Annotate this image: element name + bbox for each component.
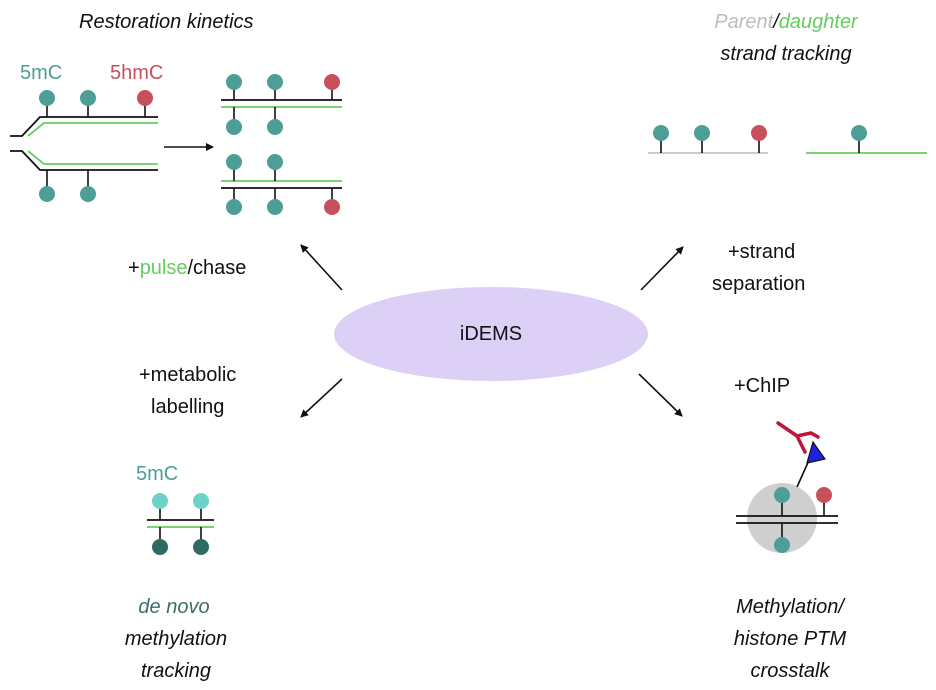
5mc-mark xyxy=(226,199,242,215)
pulse-chase-label: +pulse/chase xyxy=(128,256,246,280)
pulse-prefix: + xyxy=(128,257,140,279)
nucleosome-circle xyxy=(747,483,817,553)
5mc-mark xyxy=(653,125,669,141)
slash: / xyxy=(773,11,779,33)
label-5mc: 5mC xyxy=(20,62,63,84)
idems-ellipse xyxy=(334,287,648,381)
crosstalk-line3: crosstalk xyxy=(750,660,830,682)
parent-word: Parent xyxy=(714,11,774,33)
chip-label: +ChIP xyxy=(734,375,791,397)
crosstalk-line2: histone PTM xyxy=(733,628,847,650)
5mc-mark xyxy=(39,186,55,202)
label-5hmc: 5hmC xyxy=(110,62,164,84)
new-5mc-mark xyxy=(152,493,168,509)
daughter-duplex-top xyxy=(221,74,342,135)
5mc-mark xyxy=(267,74,283,90)
5mc-mark xyxy=(80,90,96,106)
parent-strand xyxy=(648,125,768,154)
new-5mc-mark xyxy=(193,493,209,509)
5mc-mark xyxy=(694,125,710,141)
de-novo-5mc-label: 5mC xyxy=(136,463,179,485)
de-novo-line2: methylation xyxy=(124,628,228,650)
5hmc-mark xyxy=(816,487,832,503)
crosstalk-line1: Methylation/ xyxy=(736,596,844,618)
de-novo-line1: de novo xyxy=(138,596,210,618)
5mc-mark xyxy=(226,119,242,135)
5hmc-mark xyxy=(751,125,767,141)
5mc-mark xyxy=(80,186,96,202)
5mc-mark xyxy=(851,125,867,141)
metabolic-line1: +metabolic xyxy=(139,364,237,386)
metabolic-line2: labelling xyxy=(151,396,225,418)
daughter-word: daughter xyxy=(778,11,858,33)
arrow-to-restoration xyxy=(300,244,343,291)
5mc-mark xyxy=(774,487,790,503)
5hmc-mark xyxy=(137,90,153,106)
strand-separation-line2: separation xyxy=(712,273,806,295)
center-label: iDEMS xyxy=(459,323,523,345)
strand-tracking-title: Parent/daughter xyxy=(686,10,886,34)
arrow-to-crosstalk xyxy=(638,373,683,417)
nucleosome-chip xyxy=(736,421,838,553)
old-5mc-mark xyxy=(152,539,168,555)
restoration-title: Restoration kinetics xyxy=(79,11,254,33)
histone-ptm-triangle xyxy=(806,440,827,464)
de-novo-duplex xyxy=(147,493,214,555)
5mc-mark xyxy=(39,90,55,106)
5mc-mark xyxy=(267,154,283,170)
arrow-to-strand-tracking xyxy=(640,246,684,291)
pulse-word: pulse xyxy=(139,257,188,279)
strand-separation-line1: +strand xyxy=(728,241,796,263)
antibody-icon xyxy=(776,421,820,454)
5mc-mark xyxy=(226,74,242,90)
5mc-mark xyxy=(267,119,283,135)
5mc-mark xyxy=(267,199,283,215)
de-novo-line3: tracking xyxy=(140,660,212,682)
replication-fork xyxy=(10,90,158,202)
arrow-to-de-novo xyxy=(300,378,343,418)
old-5mc-mark xyxy=(193,539,209,555)
daughter-strand xyxy=(806,125,927,154)
5hmc-mark xyxy=(324,199,340,215)
chase-word: /chase xyxy=(187,257,247,279)
5hmc-mark xyxy=(324,74,340,90)
5mc-mark xyxy=(774,537,790,553)
5mc-mark xyxy=(226,154,242,170)
strand-tracking-line2: strand tracking xyxy=(720,43,852,65)
daughter-duplex-bottom xyxy=(221,154,342,215)
